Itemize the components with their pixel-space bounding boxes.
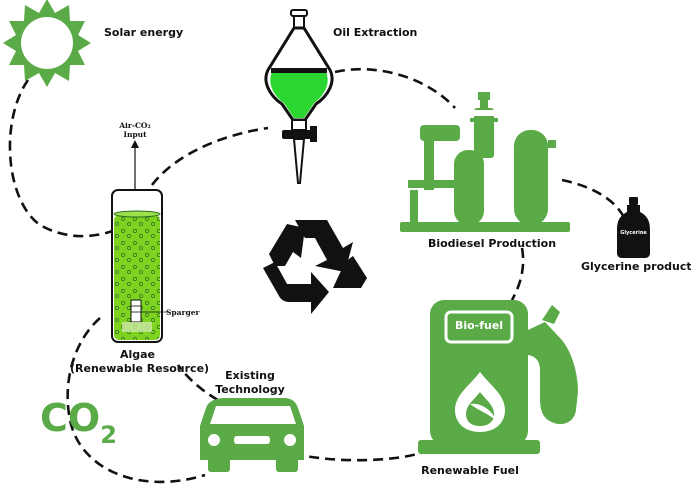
connector-funnel-to-refinery <box>334 67 456 109</box>
connector-fuel-to-car <box>299 448 431 462</box>
bottle-icon <box>617 197 650 258</box>
connector-sun-to-reactor <box>8 79 116 238</box>
oil-extraction-label: Oil Extraction <box>333 26 418 39</box>
existing-label: Existing <box>225 369 275 382</box>
input-label: Input <box>123 130 147 139</box>
co2-subscript: 2 <box>100 421 117 449</box>
recycle-icon <box>263 220 367 314</box>
solar-energy-label: Solar energy <box>104 26 184 39</box>
refinery-icon <box>400 92 570 232</box>
connector-reactor-to-funnel <box>150 126 269 186</box>
biofuel-label: Bio-fuel <box>454 319 504 332</box>
co2-main-text: CO <box>40 396 101 440</box>
connector-lines <box>8 67 628 484</box>
renewable-fuel-label: Renewable Fuel <box>421 464 519 477</box>
biodiesel-production-label: Biodiesel Production <box>427 237 557 250</box>
car-icon <box>200 398 304 472</box>
fuel-pump-icon <box>418 300 578 454</box>
renewable-resource-label: (Renewable Resource) <box>70 362 210 375</box>
connector-reactor-to-co2 <box>66 317 206 484</box>
bottle-label: Glycerine <box>620 230 647 236</box>
sparger-label: Sparger <box>166 308 200 317</box>
algae-label: Algae <box>119 348 156 361</box>
connector-car-to-reactor <box>176 364 219 402</box>
co2-label: CO2 <box>40 396 117 449</box>
photobioreactor-icon <box>111 140 168 343</box>
connector-refinery-to-fuel <box>510 247 525 301</box>
separatory-funnel-icon <box>264 9 334 184</box>
technology-label: Technology <box>215 383 285 396</box>
sun-icon <box>3 0 91 87</box>
air-co2-label: Air-CO₂ <box>119 121 151 130</box>
connector-refinery-to-glycerine <box>561 178 628 223</box>
glycerine-product-label: Glycerine product <box>581 260 691 273</box>
